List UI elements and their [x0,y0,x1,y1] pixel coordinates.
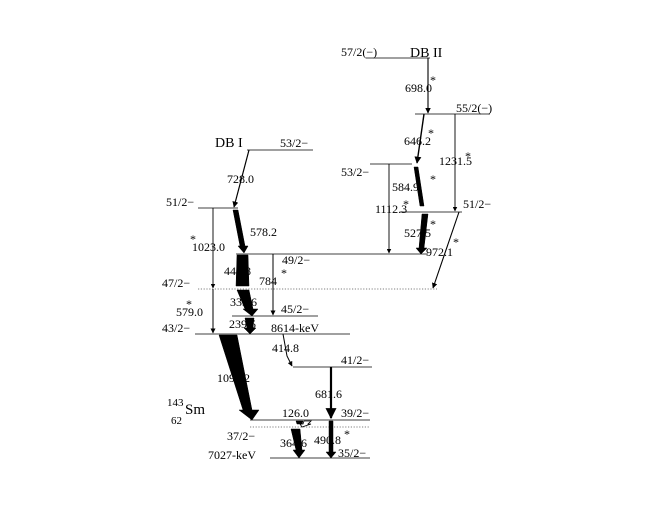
asterisk-584: * [430,172,436,186]
transition-label-1112: 1112.3 [375,202,407,216]
level-label-37-2: 37/2− [227,429,255,443]
level-label-57-2: 57/2(−) [341,45,377,59]
transition-label-578: 578.2 [250,225,277,239]
transition-label-698: 698.0 [405,81,432,95]
level-lines [195,57,490,459]
asterisk-698: * [430,73,436,87]
level-label-39-2: 39/2− [341,406,369,420]
transition-label-784: 784 [259,274,277,288]
transition-label-646: 646.2 [404,134,431,148]
transition-578-band [232,209,249,254]
band-label-db1: DB I [215,136,243,151]
band-label-db2: DB II [410,46,443,61]
asterisk-527: * [430,217,436,231]
transition-527-band [415,213,429,255]
transition-label-584: 584.9 [392,180,419,194]
asterisk-markers: * * * * * * * * * * * [186,73,471,441]
transition-label-579: 579.0 [176,305,203,319]
level-label-35-2: 35/2− [338,446,366,460]
level-label-49-2: 49/2− [282,253,310,267]
asterisk-1231: * [465,149,471,163]
transition-label-728: 728.0 [227,172,254,186]
transition-239-band [243,317,257,335]
thick-transitions [218,166,429,459]
thin-transitions [210,58,460,420]
level-label-47-2: 47/2− [162,276,190,290]
level-label-45-2: 45/2− [281,302,309,316]
asterisk-1023: * [190,232,196,246]
transition-label-1231: 1231.5 [439,154,472,168]
level-label-51-2-db2: 51/2− [463,197,491,211]
transition-label-444: 444.8 [224,264,251,278]
nucleus-symbol: Sm [185,402,205,418]
transition-1096-band [218,334,260,421]
transition-646-arrow [414,113,425,164]
asterisk-579: * [186,297,192,311]
nucleus-mass-number: 143 [167,397,184,409]
transition-490-band [325,420,337,459]
transition-339-band [236,289,259,317]
transition-364-band [290,428,306,459]
level-label-51-2-db1: 51/2− [166,195,194,209]
nucleus-label: 143 Sm 62 [167,397,205,427]
level-label-53-2-db2: 53/2− [341,165,369,179]
asterisk-490: * [344,427,350,441]
transition-584-band [413,166,425,207]
transition-126-tail [295,420,304,425]
transition-label-339: 339.6 [230,295,257,309]
transition-414-arrow [282,333,293,367]
transition-label-414: 414.8 [272,341,299,355]
asterisk-1112: * [403,197,409,211]
transition-label-972: 972.1 [426,245,453,259]
transition-label-681: 681.6 [315,387,342,401]
level-label-55-2: 55/2(−) [456,101,492,115]
asterisk-972: * [453,235,459,249]
transition-444-band [235,254,250,287]
transition-972-arrow [432,211,460,289]
level-label-43-2: 43/2− [162,321,190,335]
level-label-8614-kev: 8614-keV [271,321,319,335]
level-label-53-2-db1: 53/2− [280,136,308,150]
transition-label-1096: 1096.2 [217,371,250,385]
transition-label-490: 490.8 [314,433,341,447]
nucleus-atomic-number: 62 [171,415,182,427]
level-label-41-2: 41/2− [341,353,369,367]
transition-label-364: 364.6 [280,436,307,450]
asterisk-646: * [428,126,434,140]
asterisk-784: * [281,266,287,280]
level-label-7027-kev: 7027-keV [208,448,256,462]
transition-label-527: 527.5 [404,226,431,240]
transition-label-1023: 1023.0 [192,240,225,254]
transition-label-239: 239.5 [229,317,256,331]
transition-728-arrow [232,149,250,208]
transition-126-band [299,420,312,428]
transition-label-126: 126.0 [282,406,309,420]
